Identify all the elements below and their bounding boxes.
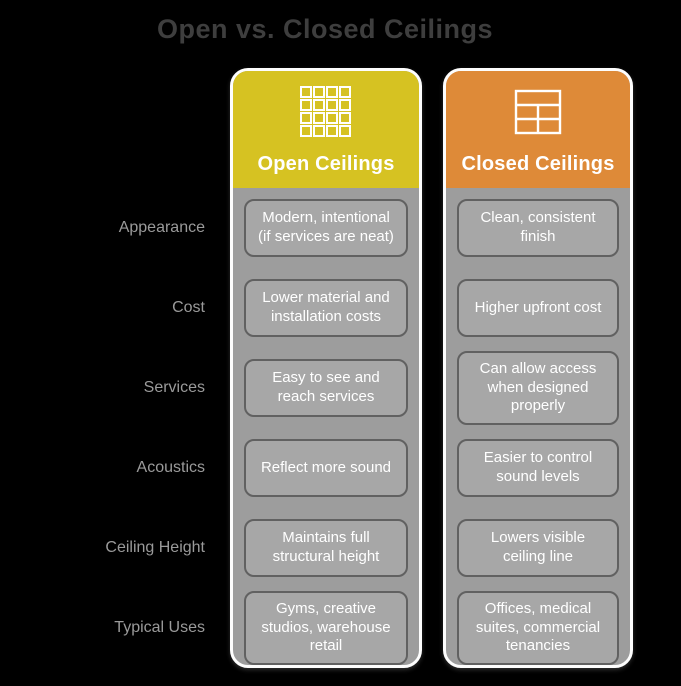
closed-ceiling-height-cell: Lowers visible ceiling line [457,519,619,577]
row-label-ceiling-height: Ceiling Height [105,539,205,556]
open-ceilings-card: Open Ceilings Modern, intentional (if se… [230,68,422,668]
closed-ceilings-header: Closed Ceilings [446,71,630,188]
open-ceilings-body: Modern, intentional (if services are nea… [233,188,419,665]
open-appearance-cell: Modern, intentional (if services are nea… [244,199,408,257]
row-label-appearance: Appearance [118,219,205,236]
closed-acoustics-cell: Easier to control sound levels [457,439,619,497]
row-label-acoustics: Acoustics [136,459,205,476]
open-grid-ceiling-icon [299,85,353,139]
open-typical-uses-cell: Gyms, creative studios, warehouse retail [244,590,408,665]
row-label-services: Services [143,379,205,396]
page-title: Open vs. Closed Ceilings [156,14,494,44]
open-acoustics-cell: Reflect more sound [244,439,408,497]
closed-ceilings-title: Closed Ceilings [461,153,615,175]
row-label-cost: Cost [172,299,205,316]
open-services-cell: Easy to see and reach services [244,359,408,417]
closed-ceilings-card: Closed Ceilings Clean, consistent finish… [443,68,633,668]
closed-cost-cell: Higher upfront cost [457,279,619,337]
open-ceiling-height-cell: Maintains full structural height [244,519,408,577]
open-ceilings-title: Open Ceilings [257,153,395,175]
row-label-column: Appearance Cost Services Acoustics Ceili… [0,188,205,668]
open-ceilings-header: Open Ceilings [233,71,419,188]
closed-appearance-cell: Clean, consistent finish [457,199,619,257]
closed-panel-ceiling-icon [511,85,565,139]
closed-services-cell: Can allow access when designed properly [457,350,619,426]
closed-ceilings-body: Clean, consistent finish Higher upfront … [446,188,630,665]
row-label-typical-uses: Typical Uses [114,619,205,636]
open-cost-cell: Lower material and installation costs [244,279,408,337]
closed-typical-uses-cell: Offices, medical suites, commercial tena… [457,590,619,665]
